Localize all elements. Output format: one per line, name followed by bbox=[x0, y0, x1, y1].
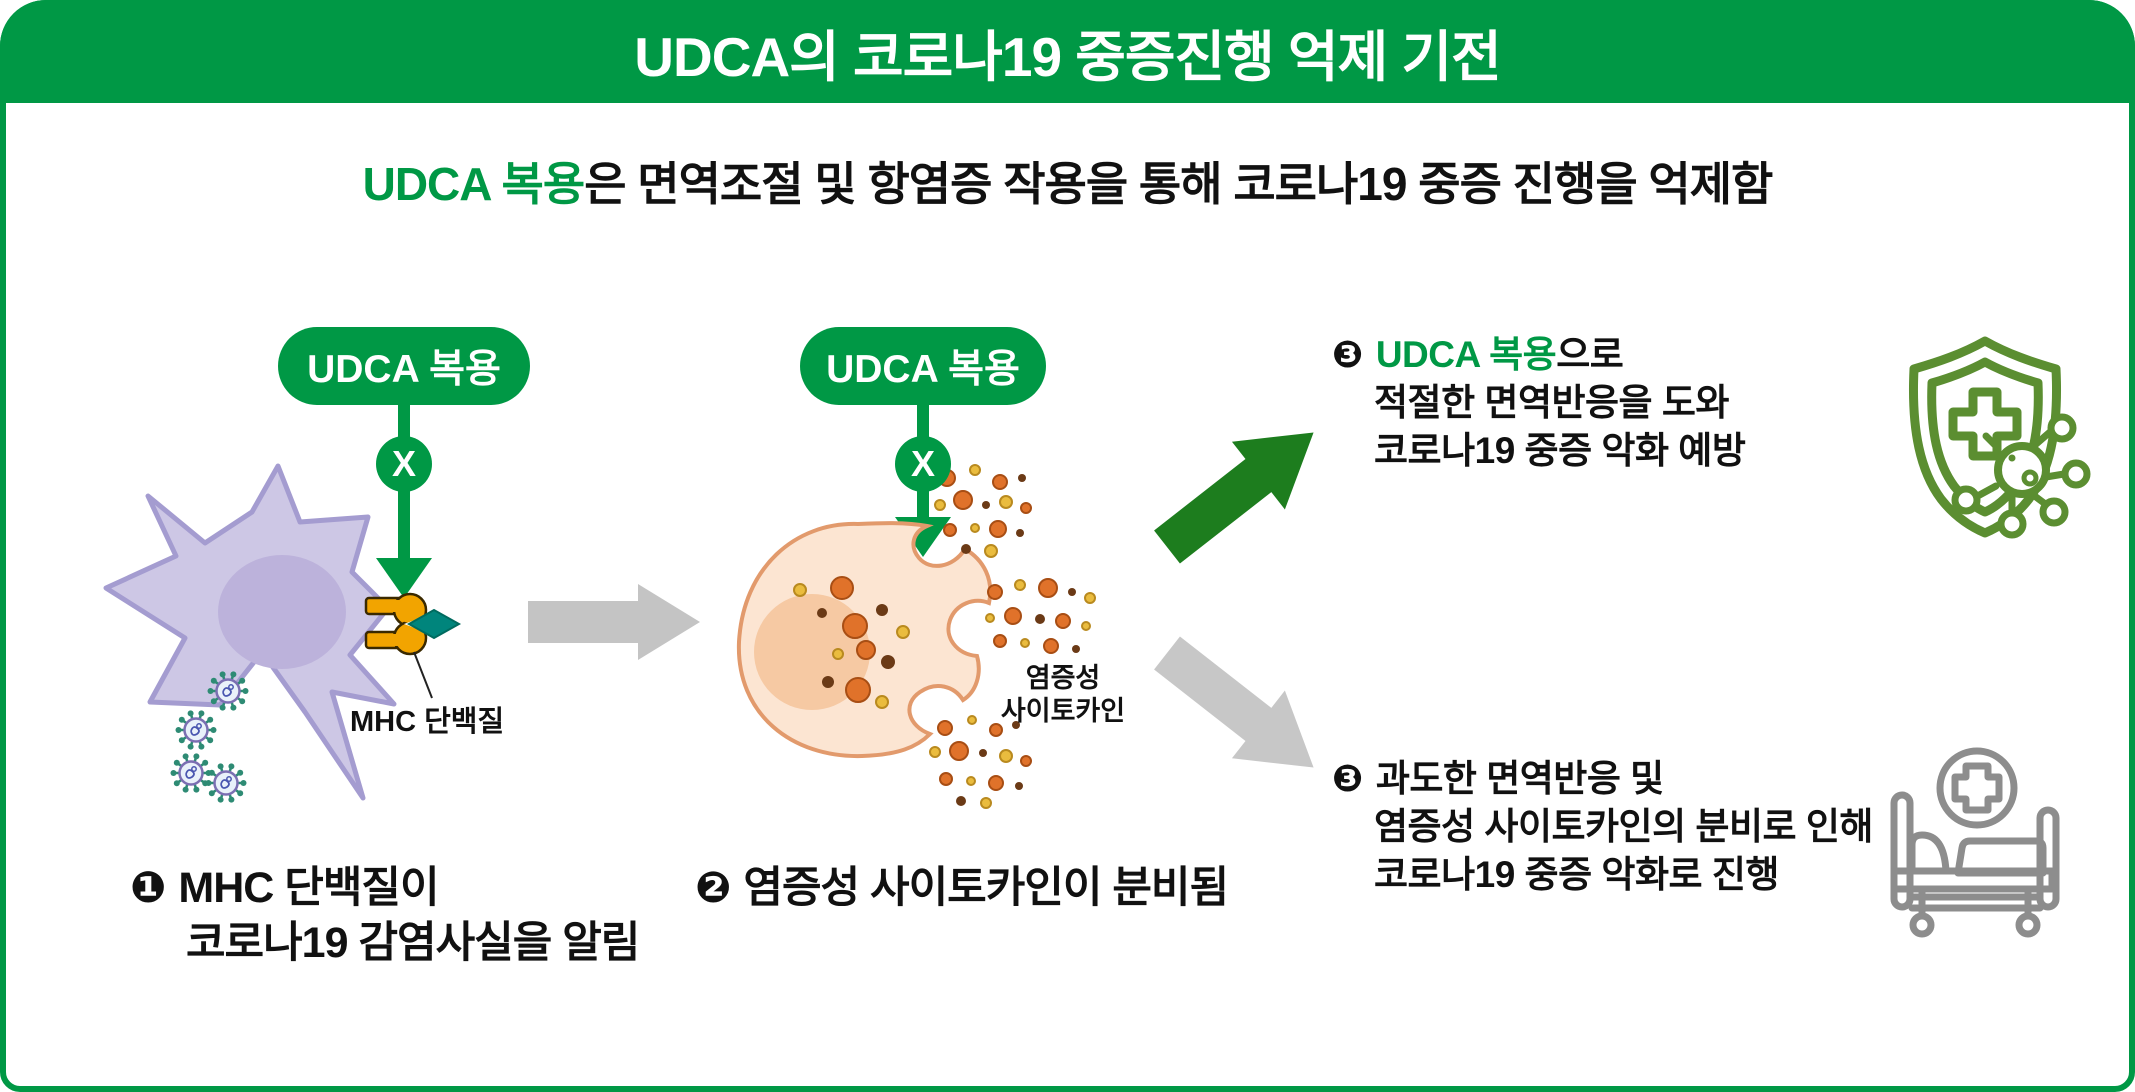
subtitle-rest: 은 면역조절 및 항염증 작용을 통해 코로나19 중증 진행을 억제함 bbox=[584, 158, 1773, 210]
immune-cell bbox=[736, 521, 993, 759]
udca-pill-middle-label: UDCA 복용 bbox=[826, 348, 1020, 391]
outcome-negative-line1-text: 과도한 면역반응 및 bbox=[1375, 758, 1664, 799]
udca-pill-middle: UDCA 복용 bbox=[800, 327, 1046, 405]
dendritic-cell bbox=[103, 463, 397, 801]
outcome-arrow-negative bbox=[1154, 636, 1314, 768]
flow-arrow-right bbox=[528, 584, 700, 660]
step2-bullet: ❷ bbox=[695, 864, 731, 912]
outcome-arrow-positive bbox=[1154, 432, 1314, 564]
outcome-positive-highlight: UDCA 복용 bbox=[1375, 334, 1557, 375]
cytokine-label-line1: 염증성 bbox=[1025, 663, 1101, 693]
outcome-positive-caption: ❸ UDCA 복용으로 적절한 면역반응을 도와 코로나19 중증 악화 예방 bbox=[1332, 331, 1746, 475]
outcome-negative-caption: ❸ 과도한 면역반응 및 염증성 사이토카인의 분비로 인해 코로나19 중증 악… bbox=[1332, 755, 1873, 899]
udca-pill-left-label: UDCA 복용 bbox=[307, 348, 501, 391]
block-x-middle: X bbox=[895, 436, 951, 492]
step1-bullet: ❶ bbox=[130, 864, 166, 912]
outcome-negative-line3: 코로나19 중증 악화로 진행 bbox=[1374, 854, 1779, 895]
hospital-bed-icon bbox=[1890, 747, 2060, 938]
step1-line2: 코로나19 감염사실을 알림 bbox=[186, 919, 640, 967]
page-title: UDCA의 코로나19 중증진행 억제 기전 bbox=[634, 25, 1501, 88]
subtitle-highlight: UDCA 복용 bbox=[362, 158, 586, 210]
outcome-negative-line1: ❸ 과도한 면역반응 및 bbox=[1332, 755, 1873, 803]
outcome-positive-line2: 적절한 면역반응을 도와 bbox=[1374, 382, 1729, 423]
block-x-middle-mark: X bbox=[910, 443, 935, 484]
block-x-left: X bbox=[376, 436, 432, 492]
subtitle: UDCA 복용은 면역조절 및 항염증 작용을 통해 코로나19 중증 진행을 … bbox=[0, 148, 2135, 214]
mhc-protein-icon bbox=[364, 592, 462, 699]
shield-cross-virus-icon bbox=[1909, 336, 2091, 539]
block-x-left-mark: X bbox=[391, 443, 416, 484]
step2-text: 염증성 사이토카인이 분비됨 bbox=[743, 864, 1229, 912]
outcome-negative-bullet: ❸ bbox=[1332, 758, 1363, 799]
mhc-protein-label: MHC 단백질 bbox=[350, 706, 505, 738]
outcome-positive-line1-rest: 으로 bbox=[1556, 334, 1624, 375]
cytokine-label: 염증성 사이토카인 bbox=[973, 662, 1153, 728]
step1-text1: MHC 단백질이 bbox=[178, 864, 439, 912]
outcome-positive-line3: 코로나19 중증 악화 예방 bbox=[1374, 430, 1746, 471]
cytokine-dots bbox=[793, 464, 1096, 809]
blocked-arrow-left bbox=[376, 400, 432, 598]
outcome-positive-line1: ❸ UDCA 복용으로 bbox=[1332, 331, 1745, 379]
outcome-positive-bullet: ❸ bbox=[1332, 334, 1363, 375]
header-bar: UDCA의 코로나19 중증진행 억제 기전 bbox=[0, 0, 2135, 103]
udca-pill-left: UDCA 복용 bbox=[278, 327, 530, 405]
cytokine-label-line2: 사이토카인 bbox=[1000, 696, 1126, 726]
outcome-negative-line2: 염증성 사이토카인의 분비로 인해 bbox=[1374, 806, 1873, 847]
